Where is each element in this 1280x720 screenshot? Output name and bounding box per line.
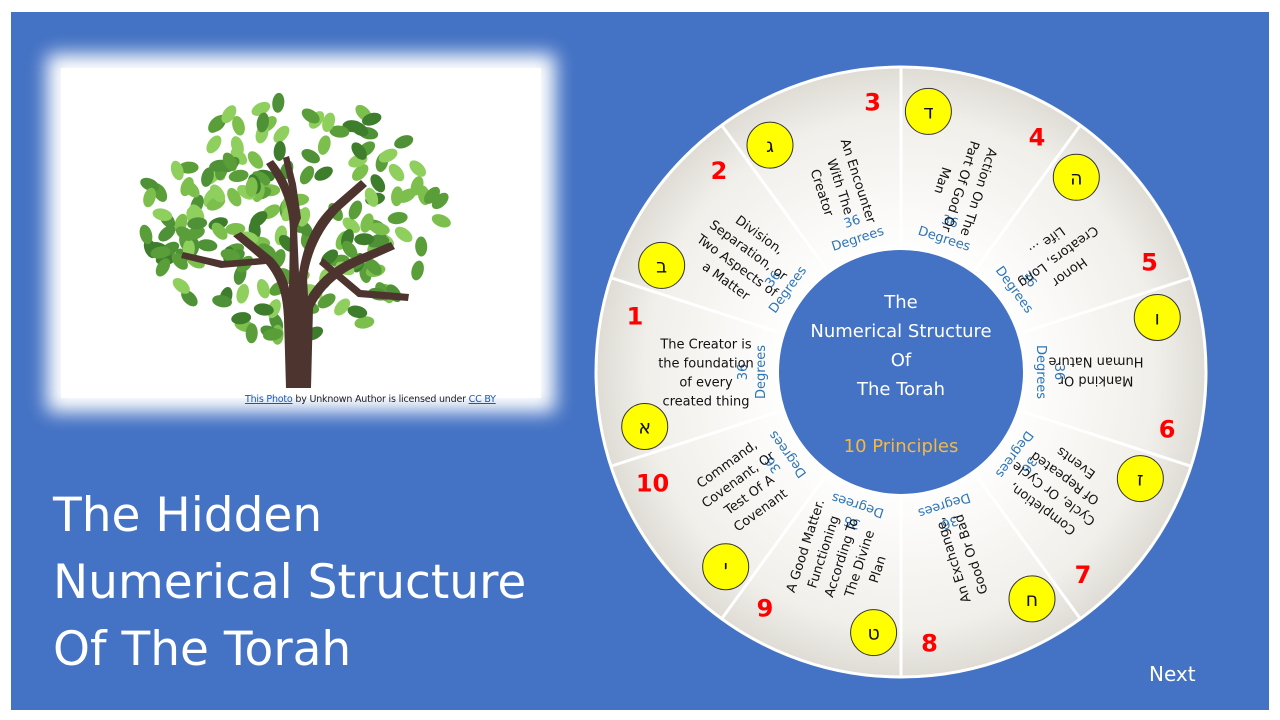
hebrew-letter: ח (1026, 589, 1038, 611)
license-link[interactable]: CC BY (469, 394, 496, 405)
hebrew-letter: ה (1070, 167, 1082, 189)
segment-description: of every (679, 376, 733, 391)
tree-leaf (297, 163, 317, 186)
hebrew-letter: ג (766, 135, 774, 157)
hub-title-line: Of (891, 350, 912, 371)
segment-number: 2 (711, 157, 728, 185)
title-line: The Hidden (53, 482, 526, 549)
tree-leaf (415, 236, 428, 256)
segment-description: Human Nature (1048, 354, 1143, 369)
segment-number: 4 (1029, 123, 1046, 151)
segment-number: 5 (1141, 248, 1158, 276)
hebrew-letter: ו (1155, 308, 1160, 330)
hebrew-letter: א (638, 416, 651, 438)
segment-degrees-label: Degrees (1033, 345, 1048, 399)
segment-description: Mankind Or (1058, 373, 1133, 388)
tree-leaf (245, 148, 267, 171)
segment-number: 1 (627, 302, 644, 330)
hub-title-line: The (883, 292, 917, 313)
segment-number: 8 (921, 630, 938, 658)
tree-leaf (234, 283, 250, 305)
segment-degrees-label: Degrees (754, 345, 769, 399)
segment-number: 6 (1159, 416, 1176, 444)
photo-credit: This Photo by Unknown Author is licensed… (245, 394, 496, 405)
title-line: Numerical Structure (53, 549, 526, 616)
hebrew-letter: ב (656, 255, 667, 277)
hebrew-letter: ט (867, 623, 879, 645)
tree-leaf (255, 277, 272, 300)
tree-photo (61, 68, 541, 398)
slide: This Photo by Unknown Author is licensed… (11, 12, 1269, 710)
tree-leaf (386, 161, 408, 184)
tree-leaf (409, 259, 425, 281)
segment-description: the foundation (658, 357, 754, 372)
tree-leaf (392, 132, 415, 151)
tree-leaf (169, 159, 186, 182)
hub-subtitle: 10 Principles (844, 436, 959, 457)
tree-leaf (203, 133, 224, 156)
hebrew-letter: ז (1137, 469, 1144, 491)
segment-description: The Creator is (659, 338, 752, 353)
segment-description: created thing (662, 395, 749, 410)
segment-number: 7 (1075, 561, 1092, 589)
photo-link[interactable]: This Photo (245, 394, 293, 405)
hub-title-line: Numerical Structure (810, 321, 991, 342)
tree-leaf (430, 211, 453, 230)
tree-leaf (271, 92, 285, 113)
tree-illustration (61, 68, 541, 398)
hebrew-letter: י (724, 557, 728, 579)
segment-number: 10 (636, 470, 669, 498)
hebrew-letter: ד (923, 101, 933, 123)
hub-title-line: The Torah (856, 379, 945, 400)
segment-number: 3 (864, 88, 881, 116)
segment-number: 9 (757, 595, 774, 623)
wheel-hub (778, 249, 1024, 495)
tree-leaf (387, 211, 408, 226)
tree-leaf (197, 238, 218, 252)
tree-leaf (316, 134, 333, 156)
photo-credit-text: by Unknown Author is licensed under (293, 394, 469, 405)
slide-title: The Hidden Numerical Structure Of The To… (53, 482, 526, 683)
tree-leaf (392, 224, 415, 246)
tree-leaf (312, 164, 335, 184)
title-line: Of The Torah (53, 616, 526, 683)
